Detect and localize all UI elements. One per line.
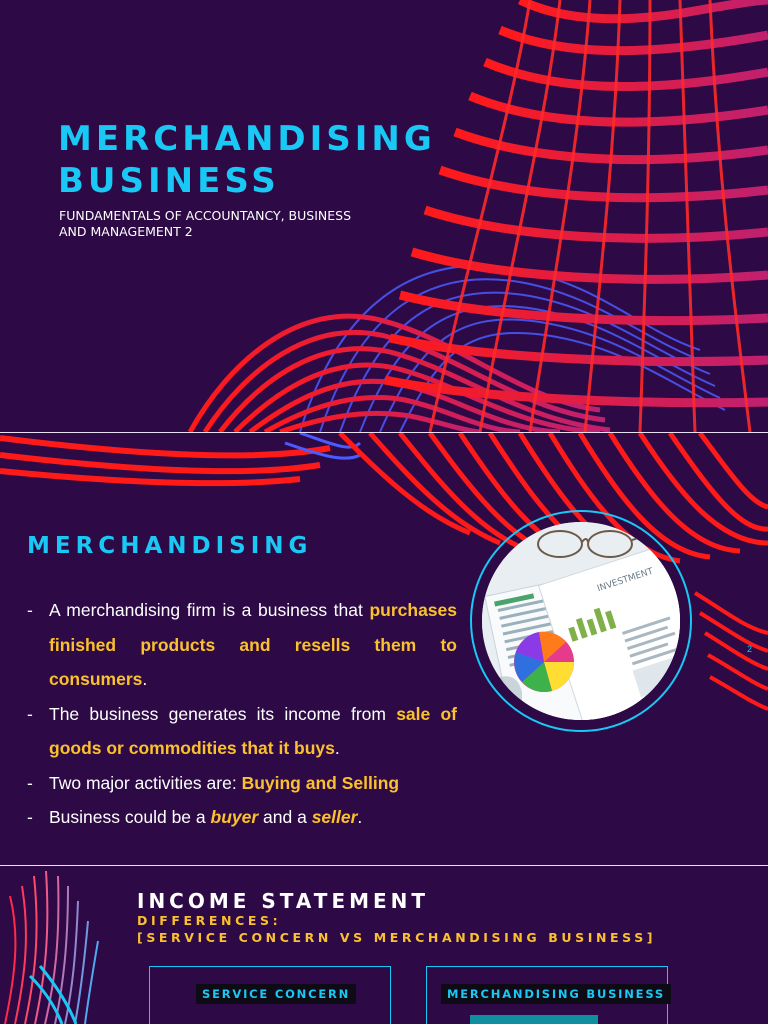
slide-divider <box>0 865 768 866</box>
merchandising-slide: MERCHANDISING - A merchandising firm is … <box>0 433 768 865</box>
investment-photo: INVESTMENT <box>482 522 680 720</box>
service-concern-box: SERVICE CONCERN <box>149 966 391 1024</box>
pie-chart-icon <box>514 631 575 692</box>
slide-title: MERCHANDISING <box>27 533 313 559</box>
title-line-1: MERCHANDISING <box>58 119 436 159</box>
bullet-text: and a <box>258 807 312 827</box>
title-line-2: BUSINESS <box>58 161 280 201</box>
merchandising-business-box: MERCHANDISING BUSINESS <box>426 966 671 1024</box>
list-item: - Two major activities are: Buying and S… <box>27 766 457 801</box>
slide-subtitle: [SERVICE CONCERN VS MERCHANDISING BUSINE… <box>137 930 657 945</box>
bullet-highlight: Buying and Selling <box>241 772 400 793</box>
list-item: - Business could be a buyer and a seller… <box>27 800 457 835</box>
list-item: - The business generates its income from… <box>27 697 457 766</box>
bullet-text: A merchandising firm is a business that <box>49 600 370 620</box>
bullet-highlight: buyer <box>210 807 259 827</box>
slide-title: INCOME STATEMENT <box>137 889 430 913</box>
bullet-text: Two major activities are: <box>49 772 242 793</box>
bullet-dash: - <box>27 772 33 793</box>
slide-title: MERCHANDISING BUSINESS <box>58 118 458 202</box>
bullet-highlight: sale of goods or commodities that it buy… <box>49 703 457 759</box>
page-number: 2 <box>747 644 753 654</box>
bullet-dash: - <box>27 703 33 724</box>
income-statement-slide: INCOME STATEMENT DIFFERENCES: [SERVICE C… <box>0 866 768 1024</box>
bullet-dash: - <box>27 807 33 827</box>
bullet-text: Business could be a <box>49 807 211 827</box>
ribbon-graphic <box>4 870 99 1024</box>
bullet-text: . <box>142 669 148 689</box>
list-item: - A merchandising firm is a business tha… <box>27 593 457 697</box>
bullet-text: The business generates its income from <box>49 703 397 724</box>
title-slide: MERCHANDISING BUSINESS FUNDAMENTALS OF A… <box>0 0 768 432</box>
bullet-highlight: seller <box>311 807 358 827</box>
photo-ring <box>470 510 692 732</box>
box-label: MERCHANDISING BUSINESS <box>441 984 671 1004</box>
bullet-highlight: purchases finished products and resells … <box>49 600 457 689</box>
bullet-dash: - <box>27 600 33 620</box>
slide-subtitle: FUNDAMENTALS OF ACCOUNTANCY, BUSINESS AN… <box>59 208 352 239</box>
investment-photo-graphic: INVESTMENT <box>482 522 680 720</box>
bullet-text: . <box>357 807 363 827</box>
bullet-text: . <box>334 738 340 758</box>
slide-subtitle: DIFFERENCES: <box>137 913 282 928</box>
bullet-list: - A merchandising firm is a business tha… <box>27 593 457 835</box>
box-label: SERVICE CONCERN <box>196 984 357 1004</box>
teal-bar <box>470 1015 598 1024</box>
ribbon-graphic <box>187 0 768 432</box>
slide-divider <box>0 432 768 433</box>
